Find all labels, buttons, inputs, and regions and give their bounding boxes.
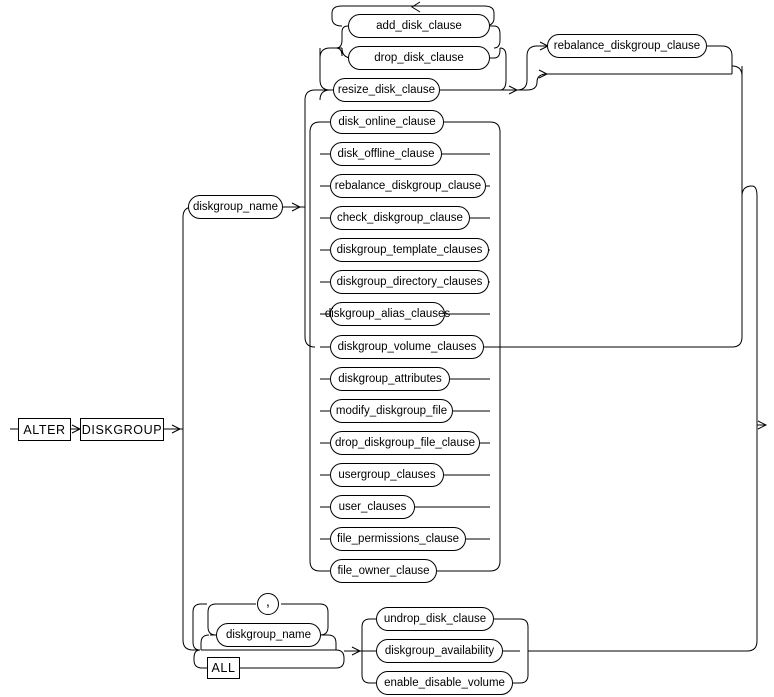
nonterminal-undrop-disk-clause: undrop_disk_clause	[376, 607, 494, 631]
nonterminal-rebalance-diskgroup-clause: rebalance_diskgroup_clause	[330, 174, 486, 198]
keyword-diskgroup: DISKGROUP	[80, 418, 164, 441]
nonterminal-enable-disable-volume: enable_disable_volume	[376, 671, 513, 695]
nonterminal-diskgroup-name-bottom: diskgroup_name	[216, 623, 321, 647]
nonterminal-diskgroup-template-clauses: diskgroup_template_clauses	[330, 238, 489, 262]
nonterminal-diskgroup-volume-clauses: diskgroup_volume_clauses	[330, 335, 484, 359]
nonterminal-user-clauses: user_clauses	[330, 495, 415, 519]
nonterminal-drop-diskgroup-file-clause: drop_diskgroup_file_clause	[330, 431, 480, 455]
keyword-all: ALL	[207, 657, 240, 679]
nonterminal-resize-disk-clause: resize_disk_clause	[333, 78, 440, 102]
keyword-alter: ALTER	[18, 418, 71, 441]
nonterminal-rebalance-diskgroup-clause-optional: rebalance_diskgroup_clause	[547, 34, 707, 58]
nonterminal-check-diskgroup-clause: check_diskgroup_clause	[330, 206, 470, 230]
nonterminal-diskgroup-availability: diskgroup_availability	[376, 639, 503, 663]
nonterminal-diskgroup-alias-clauses: diskgroup_alias_clauses	[325, 302, 450, 326]
nonterminal-add-disk-clause: add_disk_clause	[348, 14, 490, 38]
nonterminal-file-owner-clause: file_owner_clause	[330, 559, 437, 583]
nonterminal-usergroup-clauses: usergroup_clauses	[330, 463, 444, 487]
nonterminal-diskgroup-attributes: diskgroup_attributes	[330, 367, 450, 391]
nonterminal-file-permissions-clause: file_permissions_clause	[330, 527, 466, 551]
nonterminal-drop-disk-clause: drop_disk_clause	[348, 46, 490, 70]
nonterminal-diskgroup-directory-clauses: diskgroup_directory_clauses	[330, 270, 489, 294]
separator-comma: ,	[257, 593, 279, 615]
nonterminal-disk-online-clause: disk_online_clause	[330, 110, 444, 134]
nonterminal-disk-offline-clause: disk_offline_clause	[330, 142, 442, 166]
nonterminal-diskgroup-name-top: diskgroup_name	[188, 195, 283, 219]
nonterminal-modify-diskgroup-file: modify_diskgroup_file	[330, 399, 453, 423]
